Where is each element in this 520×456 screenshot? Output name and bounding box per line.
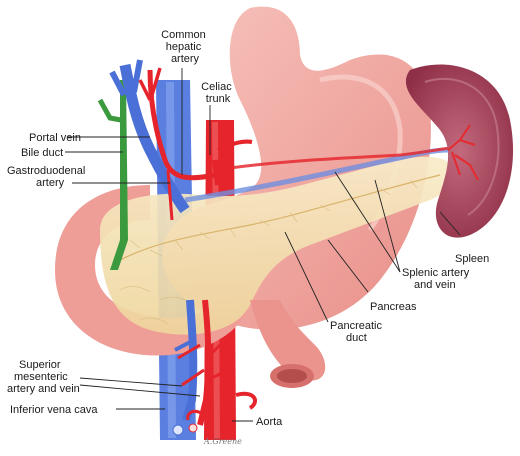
labels: Common hepatic artery Celiac trunk Porta…: [7, 29, 489, 446]
aorta-label: Aorta: [256, 416, 283, 428]
pancreatic-duct-label: Pancreatic duct: [330, 320, 385, 344]
bile-duct-vessel: [97, 80, 128, 270]
intestine: [250, 300, 326, 388]
superior-mesenteric-label: Superior mesenteric artery and vein: [7, 359, 80, 395]
hepatic-artery-vessels: [138, 67, 253, 221]
leader-lines: [65, 68, 461, 422]
spleen: [405, 64, 514, 238]
artist-signature: A.Greene: [203, 437, 242, 446]
gastroduodenal-artery-label: Gastroduodenal artery: [7, 165, 88, 189]
aorta-branches: [172, 391, 257, 436]
spleen-label: Spleen: [455, 253, 489, 265]
superior-mesenteric-vessels: [174, 299, 229, 426]
celiac-trunk-label: Celiac trunk: [201, 81, 235, 105]
portal-vein-vessel: [109, 59, 190, 214]
pancreas-label: Pancreas: [370, 301, 417, 313]
inferior-vena-cava-label: Inferior vena cava: [10, 404, 98, 416]
splenic-artery-vein-label: Splenic artery and vein: [402, 267, 472, 291]
common-hepatic-artery-label: Common hepatic artery: [161, 29, 209, 65]
portal-vein-label: Portal vein: [29, 132, 81, 144]
bile-duct-label: Bile duct: [21, 147, 63, 159]
splenic-vessels: [184, 146, 451, 203]
